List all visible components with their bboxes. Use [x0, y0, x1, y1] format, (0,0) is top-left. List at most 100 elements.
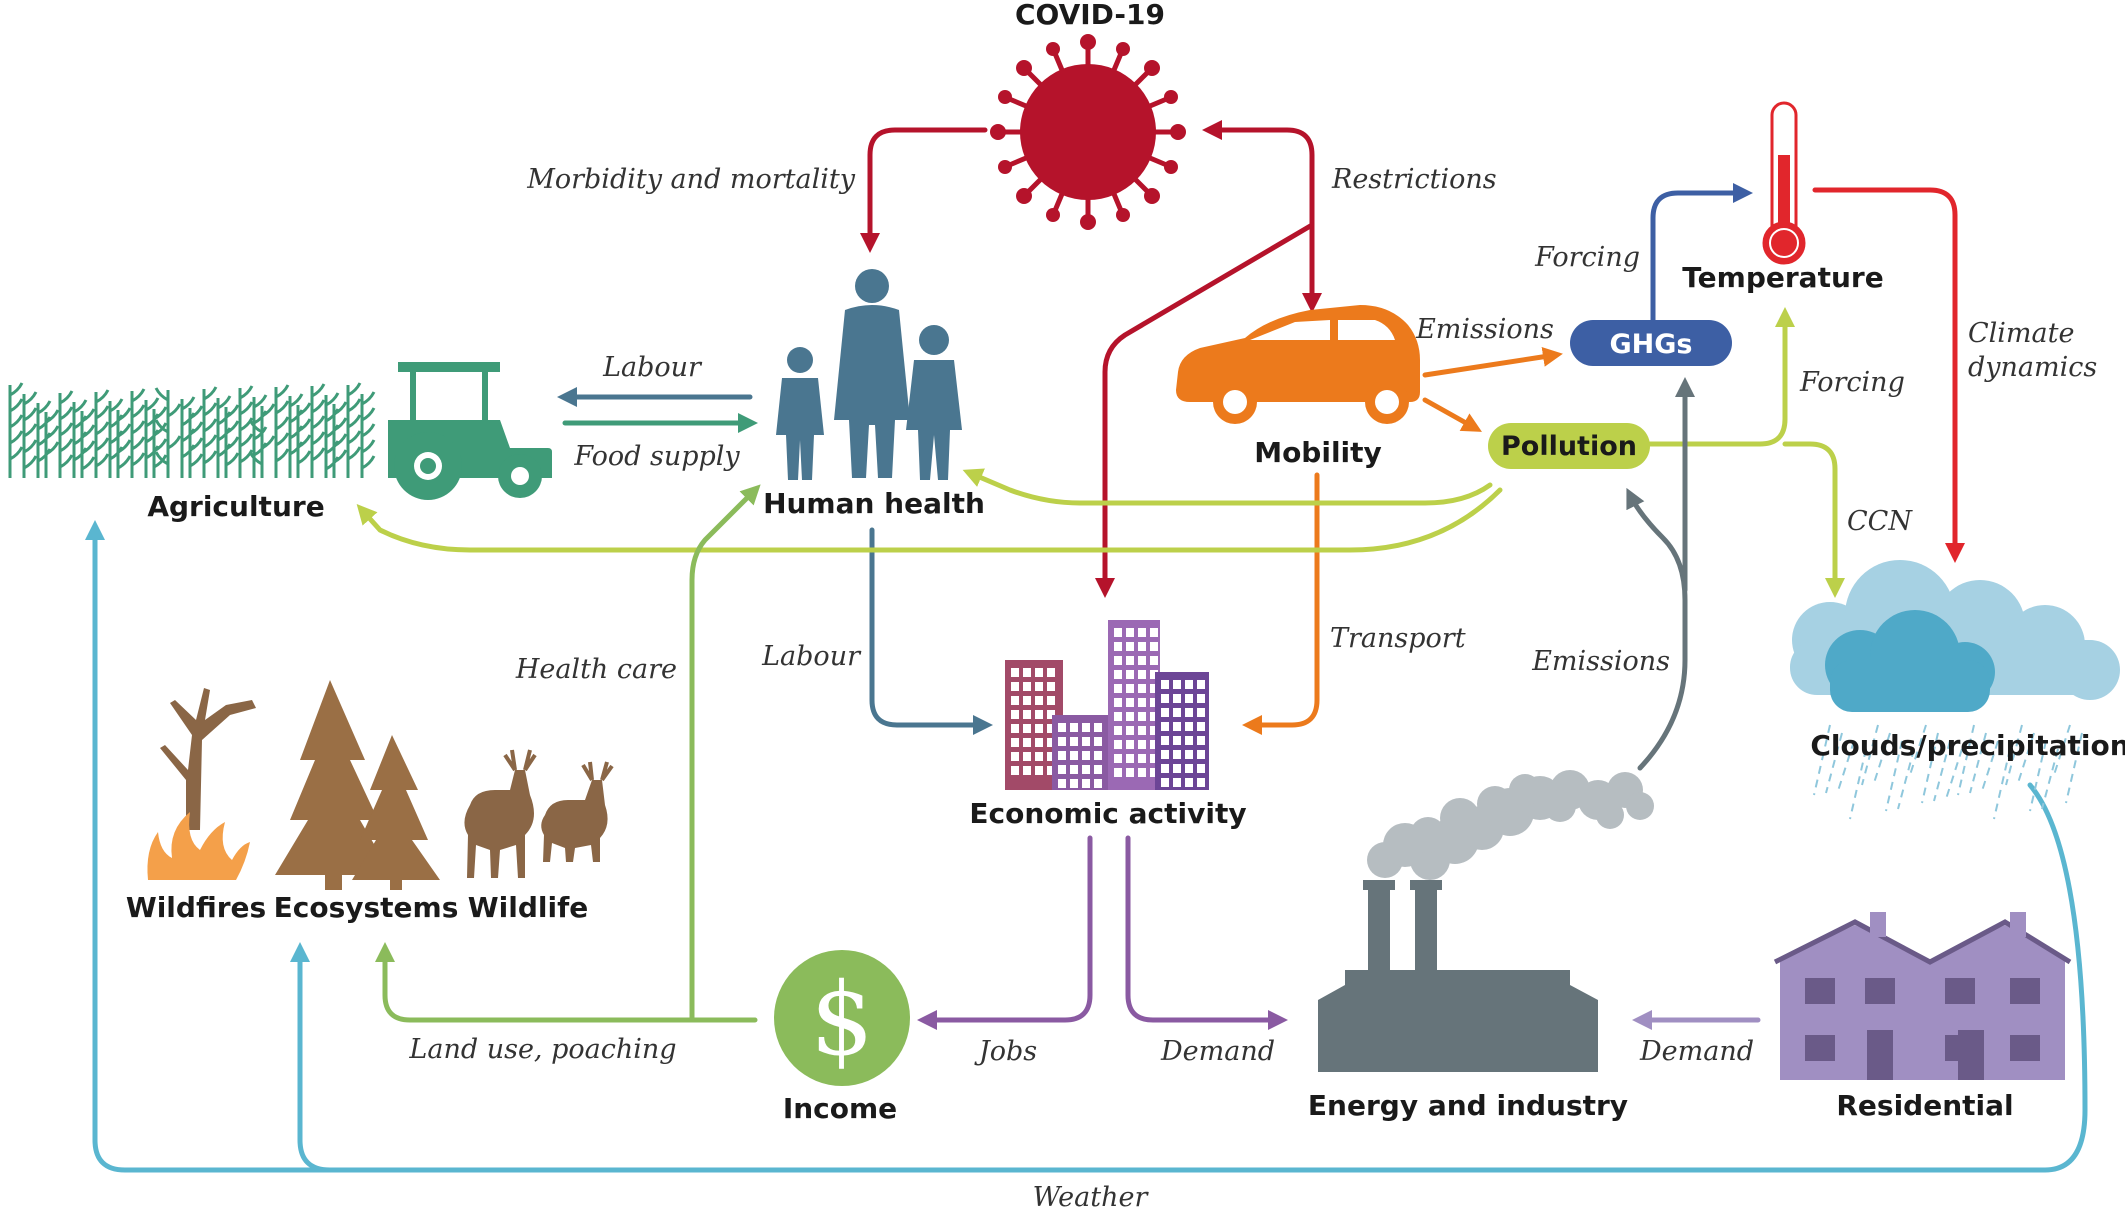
crop-leaf	[81, 440, 96, 455]
building-window	[1138, 754, 1146, 763]
car-icon	[1176, 305, 1420, 424]
building-window	[1161, 764, 1169, 773]
building-window	[1173, 680, 1181, 689]
wildfires-label: Wildfires	[126, 891, 266, 924]
crop-leaf	[225, 420, 240, 435]
building-window	[1082, 723, 1090, 732]
building-window	[1082, 751, 1090, 760]
rain-streak	[1849, 748, 1867, 820]
income-label: Income	[783, 1092, 897, 1125]
crop-leaf	[81, 408, 96, 423]
crop-leaf	[109, 446, 124, 461]
crop-leaf	[203, 434, 218, 449]
crop-leaf	[325, 408, 340, 423]
rain-streak	[1909, 724, 1927, 776]
building-window	[1011, 668, 1019, 677]
crop-leaf	[217, 443, 232, 458]
rain-streak	[1897, 748, 1915, 810]
building-window	[1126, 726, 1134, 735]
trees-icon	[275, 680, 440, 890]
crop-leaf	[59, 390, 74, 405]
tractor-icon	[388, 362, 552, 500]
building-window	[1058, 723, 1066, 732]
thermometer-icon	[1762, 101, 1806, 265]
building-window	[1150, 684, 1158, 693]
building-window	[1173, 736, 1181, 745]
chimney	[2010, 912, 2026, 937]
smoke-puff	[1509, 774, 1541, 806]
ecosystems-label: Ecosystems	[274, 891, 459, 924]
crops-icon	[8, 382, 376, 478]
crop-leaf	[325, 456, 340, 471]
rain-streak	[1825, 732, 1843, 794]
arrows	[85, 120, 2088, 1173]
climate-dynamics-label-2: dynamics	[1968, 352, 2097, 383]
building-window	[1173, 708, 1181, 717]
house-door	[1958, 1030, 1984, 1080]
building-window	[1035, 668, 1043, 677]
building-window	[1070, 751, 1078, 760]
rain-streak	[1945, 748, 1963, 800]
building-window	[1035, 766, 1043, 775]
arrow-mobility-pollution	[1422, 397, 1482, 432]
crop-leaf	[181, 412, 196, 427]
crop-leaf	[145, 397, 160, 412]
smoke-puff	[1410, 817, 1446, 853]
building-window	[1150, 656, 1158, 665]
arrow-forcing-pollution	[1647, 307, 1795, 447]
building-window	[1173, 750, 1181, 759]
weather-label: Weather	[1033, 1182, 1150, 1210]
deer-icon	[464, 749, 614, 878]
building-window	[1185, 722, 1193, 731]
crop-leaf	[325, 392, 340, 407]
restrictions-label: Restrictions	[1331, 164, 1497, 195]
crop-leaf	[131, 404, 146, 419]
morbidity-label: Morbidity and mortality	[526, 164, 856, 195]
arrow-transport	[1242, 472, 1320, 735]
crop-leaf	[361, 423, 376, 438]
crop-leaf	[311, 431, 326, 446]
building-window	[1185, 694, 1193, 703]
building-window	[1173, 764, 1181, 773]
mobility-label: Mobility	[1254, 436, 1382, 469]
building-window	[1047, 724, 1055, 733]
crop-leaf	[73, 415, 88, 430]
residential-label: Residential	[1836, 1089, 2013, 1122]
building-window	[1126, 754, 1134, 763]
building-window	[1138, 768, 1146, 777]
house-window	[1865, 978, 1895, 1004]
building-window	[1161, 680, 1169, 689]
building-window	[1011, 682, 1019, 691]
crop-leaf	[275, 384, 290, 399]
forcing-ghg-label: Forcing	[1534, 242, 1640, 273]
building-window	[1114, 656, 1122, 665]
edge-labels: Morbidity and mortality Restrictions Lab…	[408, 164, 2097, 1210]
building-window	[1126, 656, 1134, 665]
crop-leaf	[347, 446, 362, 461]
building-window	[1070, 737, 1078, 746]
house-window	[2010, 978, 2040, 1004]
building-window	[1035, 752, 1043, 761]
building-window	[1023, 738, 1031, 747]
crop-leaf	[59, 438, 74, 453]
smoke-puff	[1626, 792, 1654, 820]
building-window	[1197, 778, 1205, 787]
demand-econ-label: Demand	[1160, 1036, 1275, 1067]
building-window	[1094, 765, 1102, 774]
residential-icon	[1773, 912, 2072, 1080]
emissions-car-label: Emissions	[1415, 314, 1554, 345]
rain-streak	[1957, 724, 1975, 796]
building-window	[1023, 766, 1031, 775]
crop-leaf	[311, 415, 326, 430]
crop-leaf	[261, 435, 276, 450]
crop-leaf	[239, 449, 254, 464]
building-window	[1114, 726, 1122, 735]
arrow-land-use	[375, 942, 758, 1023]
building-window	[1058, 779, 1066, 788]
crop-leaf	[347, 430, 362, 445]
crop-leaf	[239, 385, 254, 400]
crop-leaf	[225, 452, 240, 467]
building-window	[1082, 765, 1090, 774]
building-window	[1058, 765, 1066, 774]
